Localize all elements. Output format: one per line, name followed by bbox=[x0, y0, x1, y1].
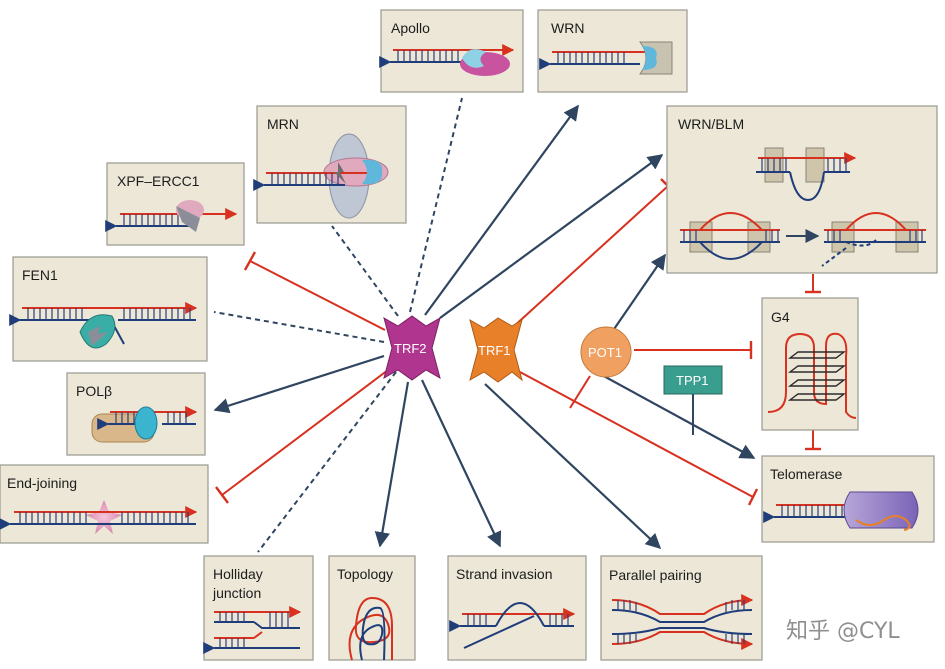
wrnblm-bubble-top bbox=[756, 147, 857, 202]
box-fen1-label: FEN1 bbox=[22, 267, 58, 283]
endjoining-dna bbox=[0, 506, 198, 530]
tpp1-shape bbox=[663, 365, 723, 395]
box-polb-label: POLβ bbox=[76, 383, 112, 399]
trf1-label: TRF1 bbox=[478, 343, 511, 358]
hub-tpp1[interactable]: TPP1 bbox=[663, 365, 723, 395]
g4-quadruplex bbox=[767, 332, 857, 419]
trf1-telomerase-inhibit bbox=[519, 371, 754, 498]
trf2-apollo-dashed bbox=[409, 97, 463, 313]
wrnblm-bubble-left bbox=[680, 212, 780, 260]
trf2-wrnblm-arrow bbox=[439, 154, 664, 319]
trf1-parallel-arrow bbox=[484, 383, 662, 550]
box-wrn-label: WRN bbox=[551, 20, 584, 36]
trf2-polb-arrow bbox=[213, 354, 385, 414]
wrn-enzyme-cup bbox=[642, 46, 657, 70]
trf1-shape bbox=[469, 317, 523, 383]
box-wrnblm: WRN/BLM bbox=[666, 105, 938, 274]
trf2-endjoining-inhibit bbox=[221, 369, 389, 496]
trf2-wrn-arrow bbox=[424, 104, 579, 316]
box-parallel: Parallel pairing bbox=[600, 555, 763, 661]
holliday-dna bbox=[203, 606, 302, 654]
box-xpf: XPF–ERCC1 bbox=[105, 162, 245, 246]
topology-dna bbox=[348, 596, 393, 661]
telomerase-enzyme bbox=[843, 491, 919, 529]
box-g4: G4 bbox=[761, 297, 859, 431]
connections bbox=[213, 97, 821, 553]
mrn-nbs1 bbox=[362, 159, 383, 185]
box-holliday-label-line1: Holliday bbox=[213, 566, 263, 582]
box-apollo-label: Apollo bbox=[391, 20, 430, 36]
box-telomerase-label: Telomerase bbox=[770, 466, 843, 482]
hub-trf2[interactable]: TRF2 bbox=[383, 315, 441, 381]
pot1-label: POT1 bbox=[588, 345, 622, 360]
box-mrn-label: MRN bbox=[267, 116, 299, 132]
polb-subunit bbox=[134, 406, 158, 440]
xpf-ercc1-shape bbox=[176, 206, 200, 232]
box-polb: POLβ bbox=[66, 372, 206, 456]
box-xpf-label: XPF–ERCC1 bbox=[117, 173, 200, 189]
hub-trf1[interactable]: TRF1 bbox=[469, 317, 523, 383]
trf2-label: TRF2 bbox=[394, 341, 427, 356]
trf2-topology-arrow bbox=[374, 381, 410, 548]
trf2-mrn-dashed bbox=[331, 225, 399, 317]
box-topology-label: Topology bbox=[337, 566, 393, 582]
box-holliday-label-line2: junction bbox=[212, 585, 261, 601]
trf2-fen1-dashed bbox=[213, 311, 385, 343]
hub-pot1[interactable]: POT1 bbox=[580, 326, 632, 378]
trf1-telomerase-inhibit-bar bbox=[747, 488, 759, 506]
trf2-holliday-dashed bbox=[257, 371, 397, 553]
trf2-xpf-inhibit bbox=[249, 260, 386, 331]
endjoining-star bbox=[86, 500, 122, 534]
box-endjoining-label: End-joining bbox=[7, 475, 77, 491]
box-g4-label: G4 bbox=[771, 309, 790, 325]
trf1-wrnblm-inhibit bbox=[511, 185, 669, 329]
mrn-dna bbox=[253, 172, 370, 191]
parallel-dna bbox=[611, 594, 754, 650]
fen1-dna bbox=[9, 302, 198, 345]
tpp1-label: TPP1 bbox=[676, 373, 709, 388]
trf2-strand-arrow bbox=[421, 379, 502, 548]
box-telomerase: Telomerase bbox=[761, 455, 935, 543]
watermark: 知乎 @CYL bbox=[786, 619, 900, 644]
box-mrn: MRN bbox=[253, 105, 407, 224]
apollo-enzyme-cup bbox=[462, 49, 486, 68]
wrnblm-bubble-right bbox=[821, 212, 926, 267]
trf2-endjoining-inhibit-bar bbox=[215, 486, 229, 504]
telomerase-rna bbox=[855, 515, 911, 531]
mrn-lightning bbox=[334, 162, 346, 184]
box-strand-label: Strand invasion bbox=[456, 566, 553, 582]
trf2-shape bbox=[383, 315, 441, 381]
strand-dna bbox=[449, 602, 576, 649]
box-parallel-label: Parallel pairing bbox=[609, 567, 702, 583]
box-apollo: Apollo bbox=[379, 9, 524, 93]
pot1-telomerase-arrow bbox=[599, 373, 756, 459]
pot1-trf1-bridge bbox=[569, 375, 591, 409]
box-wrnblm-label: WRN/BLM bbox=[678, 116, 744, 132]
box-strand: Strand invasion bbox=[447, 555, 587, 661]
box-topology: Topology bbox=[328, 555, 416, 661]
pot1-shape bbox=[580, 326, 632, 378]
apollo-dna bbox=[379, 44, 515, 68]
box-endjoining: End-joining bbox=[0, 464, 209, 544]
box-holliday: Holliday junction bbox=[203, 555, 314, 661]
box-wrn: WRN bbox=[537, 9, 688, 93]
trf2-xpf-inhibit-bar bbox=[243, 251, 257, 271]
wrn-dna bbox=[539, 51, 652, 70]
pot1-wrnblm-arrow bbox=[611, 253, 666, 333]
fen1-cleavage bbox=[88, 326, 108, 346]
box-fen1: FEN1 bbox=[9, 256, 208, 362]
